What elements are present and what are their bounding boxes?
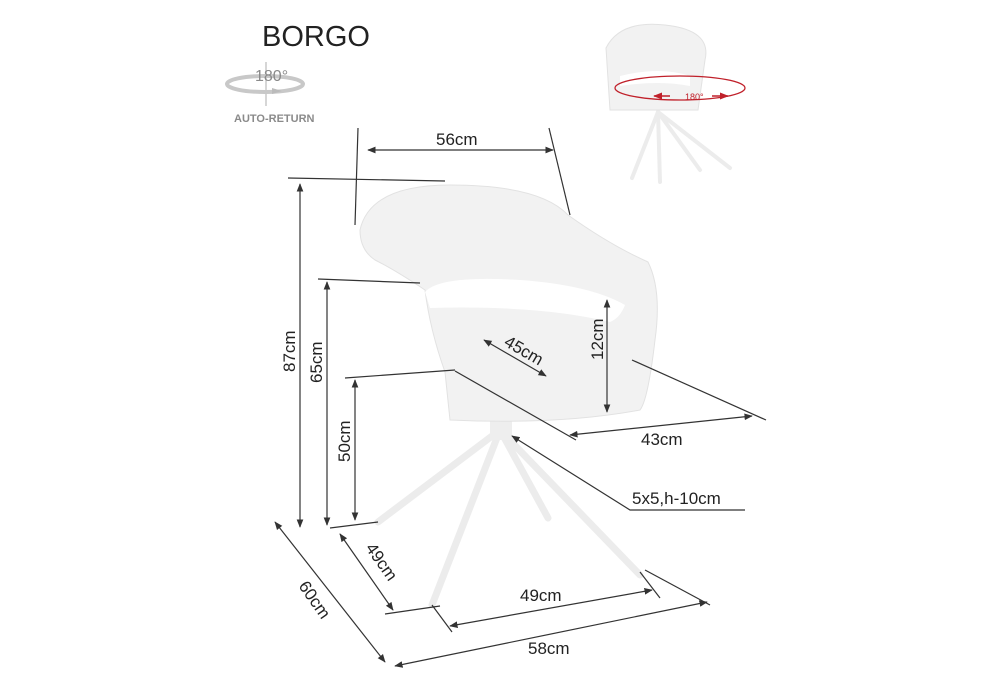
label-total-width: 58cm bbox=[528, 639, 570, 658]
label-leg-profile: 5x5,h-10cm bbox=[632, 489, 721, 508]
dimension-seat-depth bbox=[483, 339, 547, 377]
auto-return-caption: AUTO-RETURN bbox=[234, 113, 315, 125]
label-total-height: 87cm bbox=[280, 330, 299, 372]
rotation-arrow-icon bbox=[225, 62, 305, 106]
dimension-total-height bbox=[287, 177, 446, 528]
leader-leg-profile bbox=[511, 435, 745, 511]
label-width-top: 56cm bbox=[436, 130, 478, 149]
dimension-total-depth bbox=[274, 521, 386, 663]
label-base-width: 49cm bbox=[520, 586, 562, 605]
label-total-depth: 60cm bbox=[295, 577, 334, 622]
swivel-preview-chair bbox=[605, 23, 746, 184]
dimension-width-top bbox=[354, 127, 571, 226]
label-seat-width: 43cm bbox=[641, 430, 683, 449]
dimension-armrest-height bbox=[317, 278, 421, 526]
label-armrest-gap: 12cm bbox=[588, 318, 607, 360]
label-base-depth: 49cm bbox=[362, 539, 401, 584]
dimension-seat-width bbox=[454, 359, 767, 441]
product-title: BORGO bbox=[262, 21, 370, 53]
preview-rotation-angle: 180° bbox=[685, 92, 704, 102]
main-chair-illustration bbox=[359, 184, 658, 609]
label-seat-height: 50cm bbox=[335, 420, 354, 462]
rotation-angle: 180° bbox=[255, 68, 288, 85]
dimension-total-width bbox=[394, 569, 711, 668]
label-armrest-height: 65cm bbox=[307, 341, 326, 383]
dimension-seat-height bbox=[344, 369, 456, 521]
